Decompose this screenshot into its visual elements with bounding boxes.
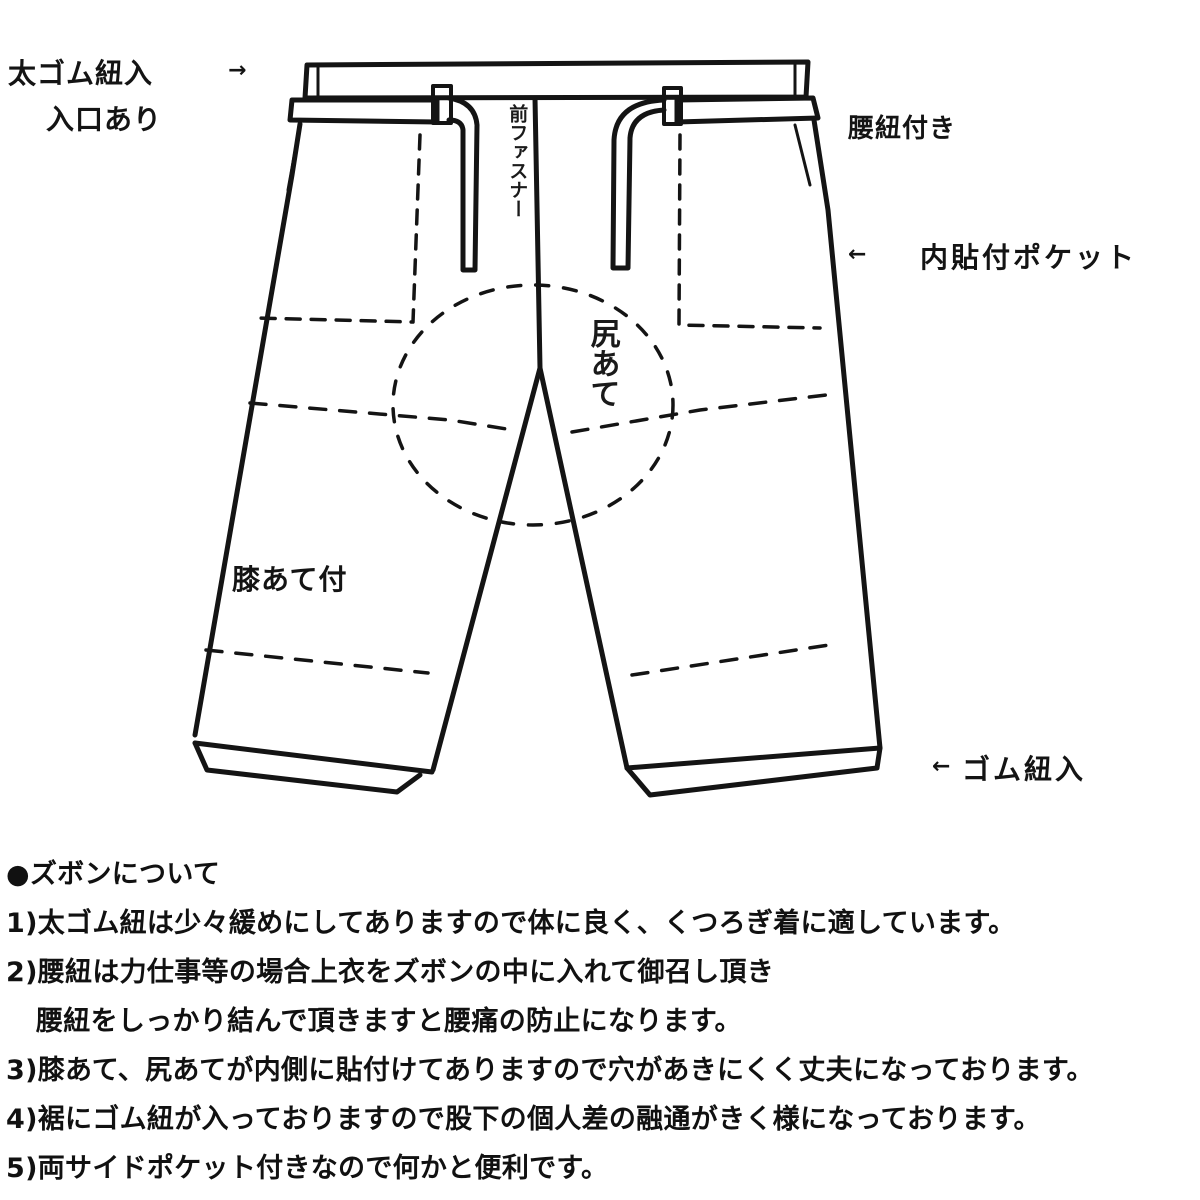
note-item: 3)膝あて、尻あてが内側に貼付けてありますので穴があきにくく丈夫になっております… <box>6 1055 1094 1086</box>
waist-cords <box>446 95 667 273</box>
knee-patch-lines <box>204 393 831 677</box>
note-item: 5)両サイドポケット付きなので何かと便利です。 <box>6 1153 609 1184</box>
label-hem-elastic: ゴム紐入 <box>962 753 1087 786</box>
pocket-slits <box>286 122 812 192</box>
label-inner-pocket: 内貼付ポケット <box>920 241 1138 274</box>
label-front-zipper: 前ファスナー <box>506 104 529 218</box>
arrow-right-icon: → <box>228 58 248 83</box>
waistband <box>287 59 821 126</box>
leg-outline <box>192 95 883 798</box>
label-waist-cord: 腰紐付き <box>848 114 957 144</box>
note-item: 2)腰紐は力仕事等の場合上衣をズボンの中に入れて御召し頂き <box>6 957 775 988</box>
pants-outline-drawing <box>192 59 883 798</box>
note-item-continuation: 腰紐をしっかり結んで頂きますと腰痛の防止になります。 <box>36 1006 742 1037</box>
note-item: 4)裾にゴム紐が入っておりますので股下の個人差の融通がきく様になっております。 <box>6 1104 1041 1135</box>
label-waist-elastic-entry: 入口あり <box>46 103 163 136</box>
seat-patch-outline <box>391 283 675 527</box>
inner-pockets <box>256 133 822 330</box>
arrow-left-icon: ← <box>848 242 868 267</box>
pants-diagram: 太ゴム紐入 → 入口あり 腰紐付き ← 内貼付ポケット 前ファスナー 尻あて 膝… <box>8 57 1138 798</box>
arrow-left-icon: ← <box>932 754 952 779</box>
label-seat-patch: 尻あて <box>584 318 620 408</box>
note-item: 1)太ゴム紐は少々緩めにしてありますので体に良く、くつろぎ着に適しています。 <box>6 908 1016 939</box>
label-knee-patch: 膝あて付 <box>232 563 348 596</box>
label-waist-elastic: 太ゴム紐入 <box>8 57 154 90</box>
pants-notes: ●ズボンについて 1)太ゴム紐は少々緩めにしてありますので体に良く、くつろぎ着に… <box>6 850 1200 1193</box>
notes-heading: ●ズボンについて <box>6 859 221 890</box>
